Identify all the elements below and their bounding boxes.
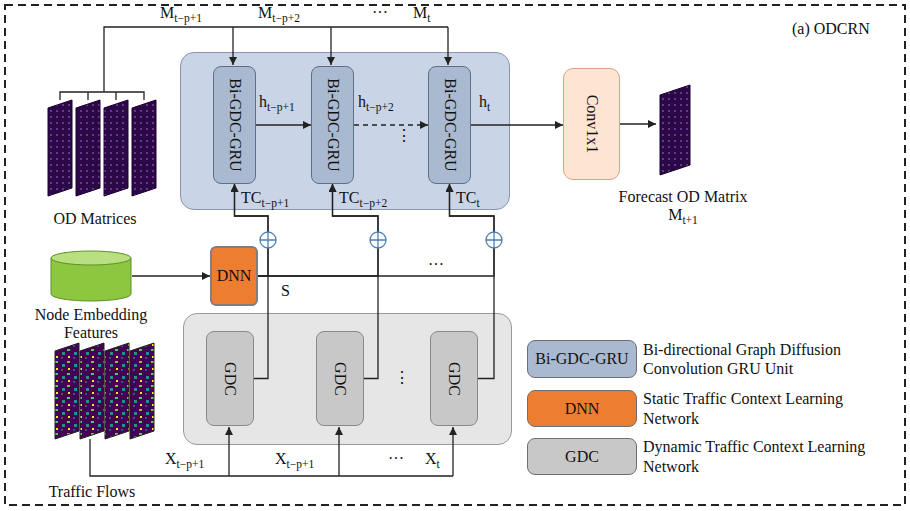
cylinder-shape [50,250,132,302]
panel-label: ht [479,93,490,111]
panel-label: ⋮ [396,127,412,145]
legend-key: GDC [565,447,599,465]
box-label: Bi-GDC-GRU [225,78,243,171]
panel-label: ht−p+2 [358,93,394,111]
subscript: t−p+2 [272,12,300,24]
gdc-box: GDC [206,331,254,426]
node-caption: Node Embedding Features [16,306,166,343]
panel-label: ⋮ [394,369,410,387]
box-label: Conv1x1 [582,95,600,154]
subscript: t [437,458,440,470]
input-label: Mt−p+1 [160,4,202,22]
legend-swatch: Bi-GDC-GRU [527,340,637,378]
legend-text: Static Traffic Context Learning Network [643,389,893,427]
legend-swatch: GDC [527,438,637,475]
connector [235,184,269,276]
image-caption: Traffic Flows [32,483,152,501]
embedding-cylinder: Node Embedding Features [50,250,132,302]
box-label: GDC [445,362,463,396]
od-matrices [48,100,156,196]
legend-key: Bi-GDC-GRU [535,350,628,368]
subscript: t [476,197,479,209]
image-caption: OD Matrices [35,210,155,228]
image-caption: Forecast OD Matrix Mt+1 [608,188,758,225]
ellipsis: ··· [388,450,404,468]
legend-swatch: DNN [527,390,637,427]
recurrent-panel: ht−p+1 ht−p+2⋮ htTCt−p+1 TCt−p+2 TCt Bi-GDC-G… [180,52,510,210]
panel-label: TCt−p+2 [339,189,387,207]
panel-label: ht−p+1 [259,93,295,111]
dnn-box: DNN [210,246,258,306]
traffic-flows [55,343,154,439]
connector [471,124,563,125]
connector [258,184,494,276]
subscript: t−p+1 [261,197,289,209]
connector [235,184,269,379]
connector [132,275,210,276]
gdc-box: GDC [316,331,364,426]
input-label: Xt [425,450,440,468]
ellipsis: ··· [428,256,444,274]
connector [354,124,428,125]
conv-box: Conv1x1 [563,68,620,180]
gru-unit: Bi-GDC-GRU [311,66,354,184]
connector [258,184,378,276]
gru-unit: Bi-GDC-GRU [428,66,471,184]
gru-unit: Bi-GDC-GRU [213,66,256,184]
legend-text: Dynamic Traffic Context Learning Network [643,437,893,475]
panel-label: TCt [456,189,480,207]
forecast-matrix [620,85,690,175]
sum-circle [260,232,276,248]
connector [450,184,495,379]
input-label: Xt−p+1 [275,450,314,468]
connector [256,124,311,125]
input-label: Xt−p+1 [165,450,204,468]
box-label: Bi-GDC-GRU [323,78,341,171]
subscript: t−p+1 [287,458,315,470]
od-bus [60,27,448,100]
sum-circle [486,232,502,248]
box-label: DNN [217,267,252,285]
legend-key: DNN [565,399,600,417]
input-label: Mt [413,4,430,22]
signal-label: S [281,282,290,300]
figure-tag: (a) ODCRN [792,20,870,38]
traffic-bus [90,427,453,476]
subscript: t−p+2 [366,101,394,113]
sum-circle [370,232,386,248]
legend-text: Bi-directional Graph Diffusion Convoluti… [643,340,893,378]
context-panel: ⋮ GDC GDC GDC [183,313,512,445]
outer-border [5,5,905,505]
box-label: GDC [331,362,349,396]
subscript: t−p+1 [267,101,295,113]
box-label: Bi-GDC-GRU [440,78,458,171]
panel-label: TCt−p+1 [241,189,289,207]
subscript: t [427,12,430,24]
box-label: GDC [221,362,239,396]
connector [333,184,379,379]
subscript: t−p+2 [359,197,387,209]
subscript: t+1 [682,214,697,226]
ellipsis: ··· [372,4,388,22]
input-label: Mt−p+2 [258,4,300,22]
gdc-box: GDC [430,331,478,426]
subscript: t [487,101,490,113]
subscript: t−p+1 [177,458,205,470]
subscript: t−p+1 [174,12,202,24]
